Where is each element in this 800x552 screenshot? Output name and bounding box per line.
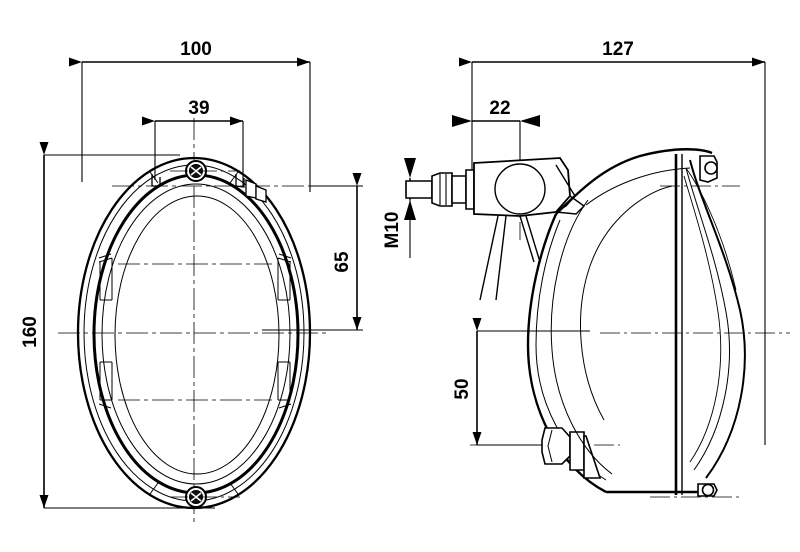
front-top-mount-lugs	[151, 174, 267, 203]
side-view: 127 22 50 M10	[382, 39, 790, 498]
side-bottom-lug	[697, 483, 718, 497]
dimension-arrow-m10-bottom	[404, 200, 416, 220]
dimension-width-100: 100	[69, 39, 310, 67]
dimension-label-m10: M10	[382, 212, 403, 249]
dimension-height-160: 160	[20, 142, 49, 508]
cable-gland-detail	[547, 429, 553, 463]
dimension-label-160: 160	[20, 316, 41, 348]
front-view: 100 39 160 65	[20, 39, 363, 525]
dimension-width-39: 39	[142, 98, 243, 126]
dimension-thread-m10: M10	[382, 158, 416, 258]
front-screw-centerlines	[170, 170, 240, 498]
dimension-arrow-22-right	[520, 115, 540, 127]
dimension-depth-22: 22	[452, 98, 540, 127]
side-lens-profile	[674, 154, 746, 495]
side-reflector-arcs	[550, 185, 673, 475]
dimension-height-50: 50	[452, 318, 482, 445]
dimension-label-22: 22	[489, 98, 510, 119]
dimension-arrow-m10-top	[404, 158, 416, 178]
dimension-label-65: 65	[332, 251, 353, 273]
side-top-lug	[699, 155, 718, 183]
rim-grip-facets	[98, 171, 292, 495]
dimension-label-100: 100	[180, 39, 212, 60]
dimension-label-50: 50	[452, 378, 473, 399]
dimension-label-39: 39	[188, 98, 209, 119]
dimension-label-127: 127	[602, 39, 634, 60]
dimension-depth-127: 127	[459, 39, 765, 67]
mounting-bracket	[473, 157, 571, 217]
dimension-height-65: 65	[332, 173, 362, 330]
cable-gland	[541, 427, 602, 479]
dimension-arrow-22-left	[452, 115, 472, 127]
